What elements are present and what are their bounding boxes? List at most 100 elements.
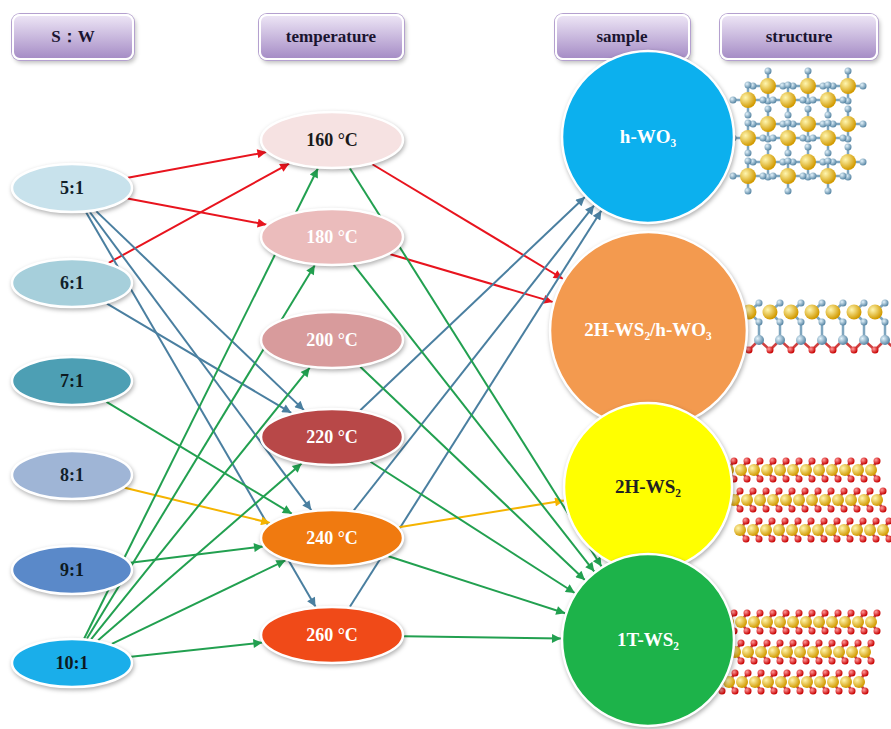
- atom: [796, 335, 806, 345]
- atom: [796, 476, 803, 483]
- atom: [873, 518, 880, 525]
- atom: [852, 616, 864, 628]
- arrow-connector: [372, 164, 562, 278]
- node-label: 260 °C: [306, 625, 358, 646]
- shape-fill: [261, 409, 403, 465]
- atom: [780, 130, 796, 146]
- atom: [860, 83, 867, 90]
- atom: [757, 610, 764, 617]
- atom: [761, 616, 773, 628]
- atom: [774, 616, 786, 628]
- atom: [865, 616, 877, 628]
- atom: [840, 154, 856, 170]
- atom: [798, 300, 805, 307]
- atom: [877, 524, 889, 536]
- atom: [771, 670, 778, 677]
- atom: [853, 676, 865, 688]
- atom: [860, 518, 867, 525]
- atom: [847, 518, 854, 525]
- arrow-connector: [125, 488, 270, 523]
- atom: [783, 476, 790, 483]
- temperature-ellipse: 160 °C: [259, 110, 405, 170]
- atom: [796, 628, 803, 635]
- atom: [861, 610, 868, 617]
- atom: [745, 82, 752, 89]
- atom: [765, 106, 772, 113]
- atom: [848, 610, 855, 617]
- atom: [744, 458, 751, 465]
- atom: [770, 610, 777, 617]
- atom: [839, 616, 851, 628]
- atom: [764, 658, 771, 665]
- node-label: S：W: [51, 27, 94, 47]
- node-label: sample: [597, 27, 648, 47]
- atom: [757, 476, 764, 483]
- atom: [854, 506, 861, 513]
- atom: [784, 670, 791, 677]
- atom: [763, 506, 770, 513]
- atom: [809, 628, 816, 635]
- node-label: 9:1: [60, 560, 84, 581]
- shape-fill: [261, 209, 403, 265]
- atom: [754, 494, 766, 506]
- atom: [789, 506, 796, 513]
- atom: [825, 82, 832, 89]
- atom: [796, 610, 803, 617]
- atom: [802, 506, 809, 513]
- atom: [835, 628, 842, 635]
- atom: [782, 536, 789, 543]
- atom: [780, 494, 792, 506]
- atom: [805, 68, 812, 75]
- atom: [785, 112, 792, 119]
- atom: [859, 335, 869, 345]
- atom: [821, 536, 828, 543]
- shape-fill: [564, 403, 732, 571]
- atom: [819, 494, 831, 506]
- atom: [745, 150, 752, 157]
- temperature-ellipse: 240 °C: [259, 508, 405, 568]
- atom: [751, 658, 758, 665]
- atom: [773, 524, 785, 536]
- atom: [886, 536, 891, 543]
- atom: [741, 494, 753, 506]
- atom: [745, 112, 752, 119]
- atom: [790, 640, 797, 647]
- atom: [827, 676, 839, 688]
- atom: [771, 688, 778, 695]
- atom: [760, 116, 776, 132]
- atom: [846, 646, 858, 658]
- atom: [860, 121, 867, 128]
- node-label: 10:1: [56, 653, 89, 674]
- atom: [830, 347, 837, 354]
- shape-fill: [12, 546, 132, 594]
- atom: [805, 106, 812, 113]
- shape-fill: [261, 607, 403, 663]
- atom: [867, 506, 874, 513]
- atom: [838, 524, 850, 536]
- atom: [840, 135, 847, 142]
- shape-fill: [12, 639, 132, 687]
- atom: [810, 670, 817, 677]
- shape-fill: [12, 451, 132, 499]
- arrow-connector: [388, 556, 565, 613]
- atom: [839, 464, 851, 476]
- atom: [874, 458, 881, 465]
- shape-fill: [261, 112, 403, 168]
- atom: [860, 536, 867, 543]
- atom: [862, 670, 869, 677]
- ratio-ellipse: 9:1: [10, 544, 134, 596]
- atom: [867, 488, 874, 495]
- atom: [840, 676, 852, 688]
- atom: [845, 144, 852, 151]
- shape-fill: [12, 164, 132, 212]
- atom: [809, 610, 816, 617]
- atom: [750, 506, 757, 513]
- atom: [815, 488, 822, 495]
- node-label: 5:1: [60, 178, 84, 199]
- atom: [822, 628, 829, 635]
- atom: [868, 640, 875, 647]
- header-box: structure: [720, 14, 878, 60]
- atom: [841, 488, 848, 495]
- atom: [815, 506, 822, 513]
- atom: [838, 335, 848, 345]
